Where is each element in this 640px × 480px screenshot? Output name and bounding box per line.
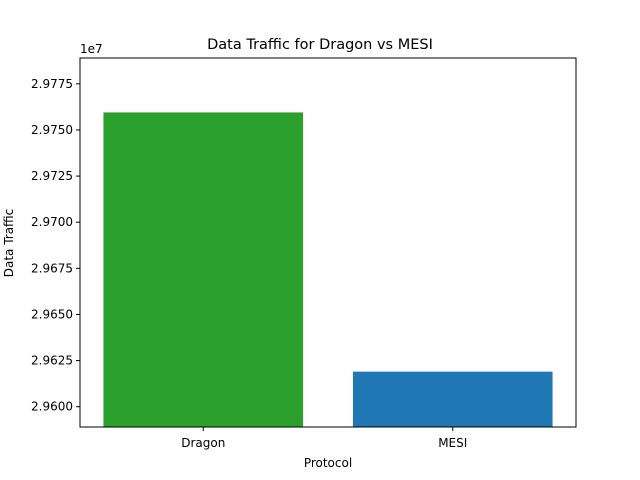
y-axis-offset-label: 1e7	[80, 42, 103, 56]
y-axis-label: Data Traffic	[2, 209, 16, 278]
x-axis-label: Protocol	[304, 456, 352, 470]
y-tick-label: 2.9750	[31, 123, 73, 137]
chart-title: Data Traffic for Dragon vs MESI	[207, 37, 433, 53]
plot-area-frame	[79, 57, 577, 428]
x-tick-label: Dragon	[181, 436, 225, 450]
x-axis-ticks: Dragon MESI	[181, 427, 467, 450]
bar-dragon	[103, 112, 304, 428]
y-tick-label: 2.9625	[31, 354, 73, 368]
bars	[103, 112, 553, 428]
y-axis-ticks: 2.9600 2.9625 2.9650 2.9675 2.9700 2.9725 2.97…	[31, 77, 80, 414]
y-tick-label: 2.9700	[31, 215, 73, 229]
y-tick-label: 2.9600	[31, 400, 73, 414]
y-tick-label: 2.9675	[31, 261, 73, 275]
x-tick-label: MESI	[438, 436, 467, 450]
y-tick-label: 2.9775	[31, 77, 73, 91]
bar-mesi	[352, 371, 553, 427]
y-tick-label: 2.9725	[31, 169, 73, 183]
y-tick-label: 2.9650	[31, 307, 73, 321]
